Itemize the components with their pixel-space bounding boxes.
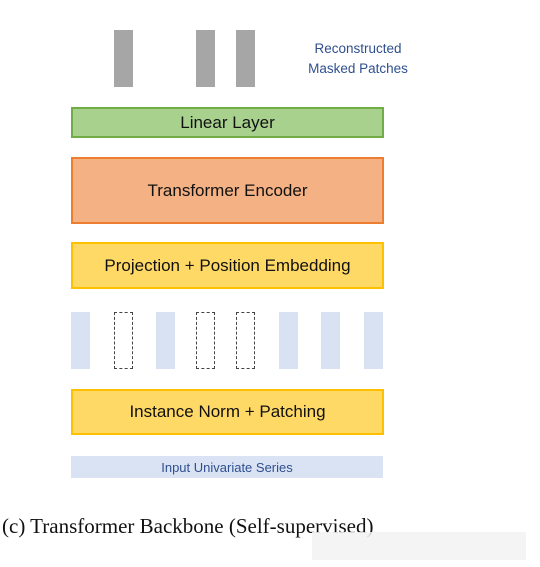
instance-norm-patching-block: Instance Norm + Patching (71, 389, 384, 435)
watermark-overlay (312, 532, 526, 560)
instance-norm-patching-label: Instance Norm + Patching (129, 402, 326, 421)
reconstructed-patch-2 (196, 30, 215, 87)
input-patch-5 (364, 312, 383, 369)
masked-patch-3 (236, 312, 255, 369)
figure-caption: (c) Transformer Backbone (Self-supervise… (2, 514, 374, 538)
input-series-label: Input Univariate Series (161, 459, 293, 475)
input-patch-3 (279, 312, 298, 369)
input-patch-2 (156, 312, 175, 369)
reconstructed-label-line1: Reconstructed (314, 41, 402, 56)
projection-embedding-block: Projection + Position Embedding (71, 242, 384, 289)
reconstructed-label-line2: Masked Patches (308, 61, 408, 76)
input-patch-1 (71, 312, 90, 369)
masked-patch-1 (114, 312, 133, 369)
reconstructed-patch-3 (236, 30, 255, 87)
input-series-block: Input Univariate Series (71, 456, 383, 478)
reconstructed-patches-label: Reconstructed Masked Patches (290, 39, 426, 79)
transformer-encoder-block: Transformer Encoder (71, 157, 384, 224)
transformer-encoder-label: Transformer Encoder (147, 180, 308, 200)
masked-patch-2 (196, 312, 215, 369)
projection-embedding-label: Projection + Position Embedding (104, 255, 351, 275)
linear-layer-label: Linear Layer (180, 112, 275, 132)
linear-layer-block: Linear Layer (71, 107, 384, 138)
reconstructed-patch-1 (114, 30, 133, 87)
input-patch-4 (321, 312, 340, 369)
